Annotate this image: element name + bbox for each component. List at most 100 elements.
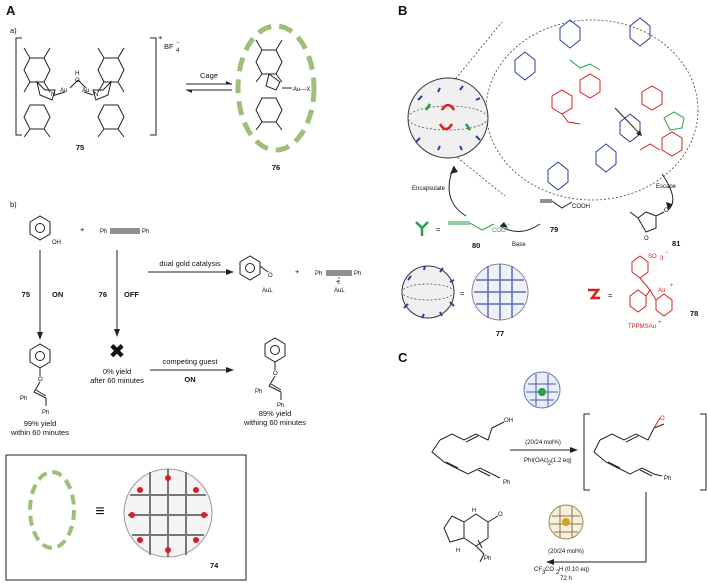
cyclization-arrow — [548, 492, 647, 563]
yield-99-line2: within 60 minutes — [10, 428, 69, 437]
label-74: 74 — [210, 561, 219, 570]
dual-gold-label: dual gold catalysis — [159, 259, 221, 268]
base-arrow — [499, 223, 541, 232]
coo-charge: − — [506, 222, 510, 228]
product-89-structure — [264, 337, 286, 400]
label-75: 75 — [76, 143, 84, 152]
label-79: 79 — [550, 225, 558, 234]
equivalence-symbol: ≡ — [95, 503, 104, 520]
off-label: OFF — [124, 290, 139, 299]
on-label-1: ON — [52, 290, 63, 299]
bicyclic-product — [443, 513, 499, 563]
cond5-label: 72 h — [560, 576, 572, 582]
escape-arrow — [661, 173, 674, 211]
aul-label: AuL — [262, 288, 273, 294]
so3-sub: 3 — [660, 256, 664, 262]
cage-sphere-with-guests — [407, 77, 489, 159]
cross-icon: ✖ — [109, 341, 126, 363]
cond-76-label: 76 — [99, 290, 107, 299]
svg-text:CO: CO — [545, 567, 554, 573]
yield-99-line1: 99% yield — [24, 419, 57, 428]
cond2-label: PhI(OAc) 2 (1.2 eq) — [524, 458, 572, 467]
o-label-c: O — [660, 416, 665, 422]
tppms-charge: + — [658, 320, 662, 326]
label-80: 80 — [472, 241, 480, 250]
svg-text:(1.2 eq): (1.2 eq) — [551, 458, 572, 464]
on-label-2: ON — [184, 375, 195, 384]
base-label: Base — [512, 242, 526, 248]
cage-74-box — [5, 454, 247, 581]
aldehyde-brackets — [583, 413, 707, 491]
yield-0-line1: 0% yield — [103, 367, 131, 376]
cooh-label: COOH — [572, 204, 590, 210]
phenol-structure — [29, 215, 51, 241]
svg-text:4: 4 — [176, 48, 180, 54]
tppms-structure — [629, 255, 673, 317]
cond4-label: CF 3 CO 2 H (0.10 eq) — [534, 567, 589, 576]
alkyne-bond — [110, 228, 140, 234]
svg-text:PhI(OAc): PhI(OAc) — [524, 458, 549, 464]
prod-ph-3: Ph — [255, 389, 262, 395]
zoom-lines — [447, 21, 506, 197]
host-guest-zoom-structures — [514, 17, 685, 191]
acid-79-structure — [540, 199, 573, 209]
label-81: 81 — [672, 239, 680, 248]
au-x-label: Au—X — [293, 87, 310, 93]
au-plus-charge-b: + — [670, 283, 674, 289]
competing-guest-label: competing guest — [162, 357, 218, 366]
au-plus-label: Au — [658, 288, 665, 294]
alkyne-bond-2 — [326, 270, 352, 276]
prod-ph-2: Ph — [42, 410, 49, 416]
prod-ph-4: Ph — [277, 403, 284, 409]
ph-label-2: Ph — [142, 229, 149, 235]
cage-77-sphere — [401, 265, 455, 319]
equilibrium-arrows — [186, 81, 232, 93]
lactone-81-structure — [629, 211, 665, 233]
svg-text:2: 2 — [548, 461, 552, 467]
oh-label-c: OH — [504, 418, 513, 424]
au-label-1: Au — [60, 88, 67, 94]
bracket-charge: + — [158, 33, 163, 42]
label-77: 77 — [496, 329, 504, 338]
guest-80-icon — [415, 221, 429, 236]
cond3-label: (20/24 mol%) — [548, 549, 584, 555]
sub-label-b: b) — [10, 200, 17, 209]
ph-label-4: Ph — [354, 271, 361, 277]
o-label: O — [75, 78, 80, 84]
cond-75-label: 75 — [22, 290, 30, 299]
n-label-2: N — [94, 92, 98, 98]
svg-text:BF: BF — [164, 42, 174, 51]
o-label-a: O — [268, 273, 273, 279]
so3-label: SO — [648, 254, 657, 260]
h-label-c2: H — [456, 548, 460, 554]
o-label-prod1: O — [38, 377, 43, 383]
compound-75-structure — [23, 47, 125, 138]
plus-sign-2: + — [295, 267, 300, 276]
coo-label: COO — [492, 228, 506, 234]
zoom-circle — [485, 19, 699, 201]
o-label-c2: O — [498, 512, 503, 518]
cond1-label: (20/24 mol%) — [525, 440, 561, 446]
prod-ph-1: Ph — [20, 396, 27, 402]
so3-charge: − — [665, 250, 669, 256]
equals-80: = — [436, 225, 441, 234]
yield-0-line2: after 60 minutes — [90, 376, 144, 385]
encapsulate-label: Encapsulate — [412, 186, 446, 192]
plus-sign: + — [80, 225, 85, 234]
ph-label-c2: Ph — [664, 476, 671, 482]
sub-label-a: a) — [10, 26, 17, 35]
carboxylate-structure — [448, 221, 495, 231]
panel-label-c: C — [398, 350, 408, 365]
svg-text:2: 2 — [556, 570, 560, 576]
compound-76-structure — [255, 39, 292, 131]
tppms-icon — [588, 288, 601, 300]
label-76: 76 — [272, 163, 280, 172]
aldehyde-intermediate — [593, 417, 665, 477]
aul-label-2: AuL — [334, 288, 345, 294]
ph-label-c1: Ph — [503, 480, 510, 486]
au-label-2: Au — [82, 88, 89, 94]
svg-text:CF: CF — [534, 567, 542, 573]
aryloxy-gold-structure — [239, 255, 269, 281]
escape-label: Escape — [656, 184, 677, 190]
